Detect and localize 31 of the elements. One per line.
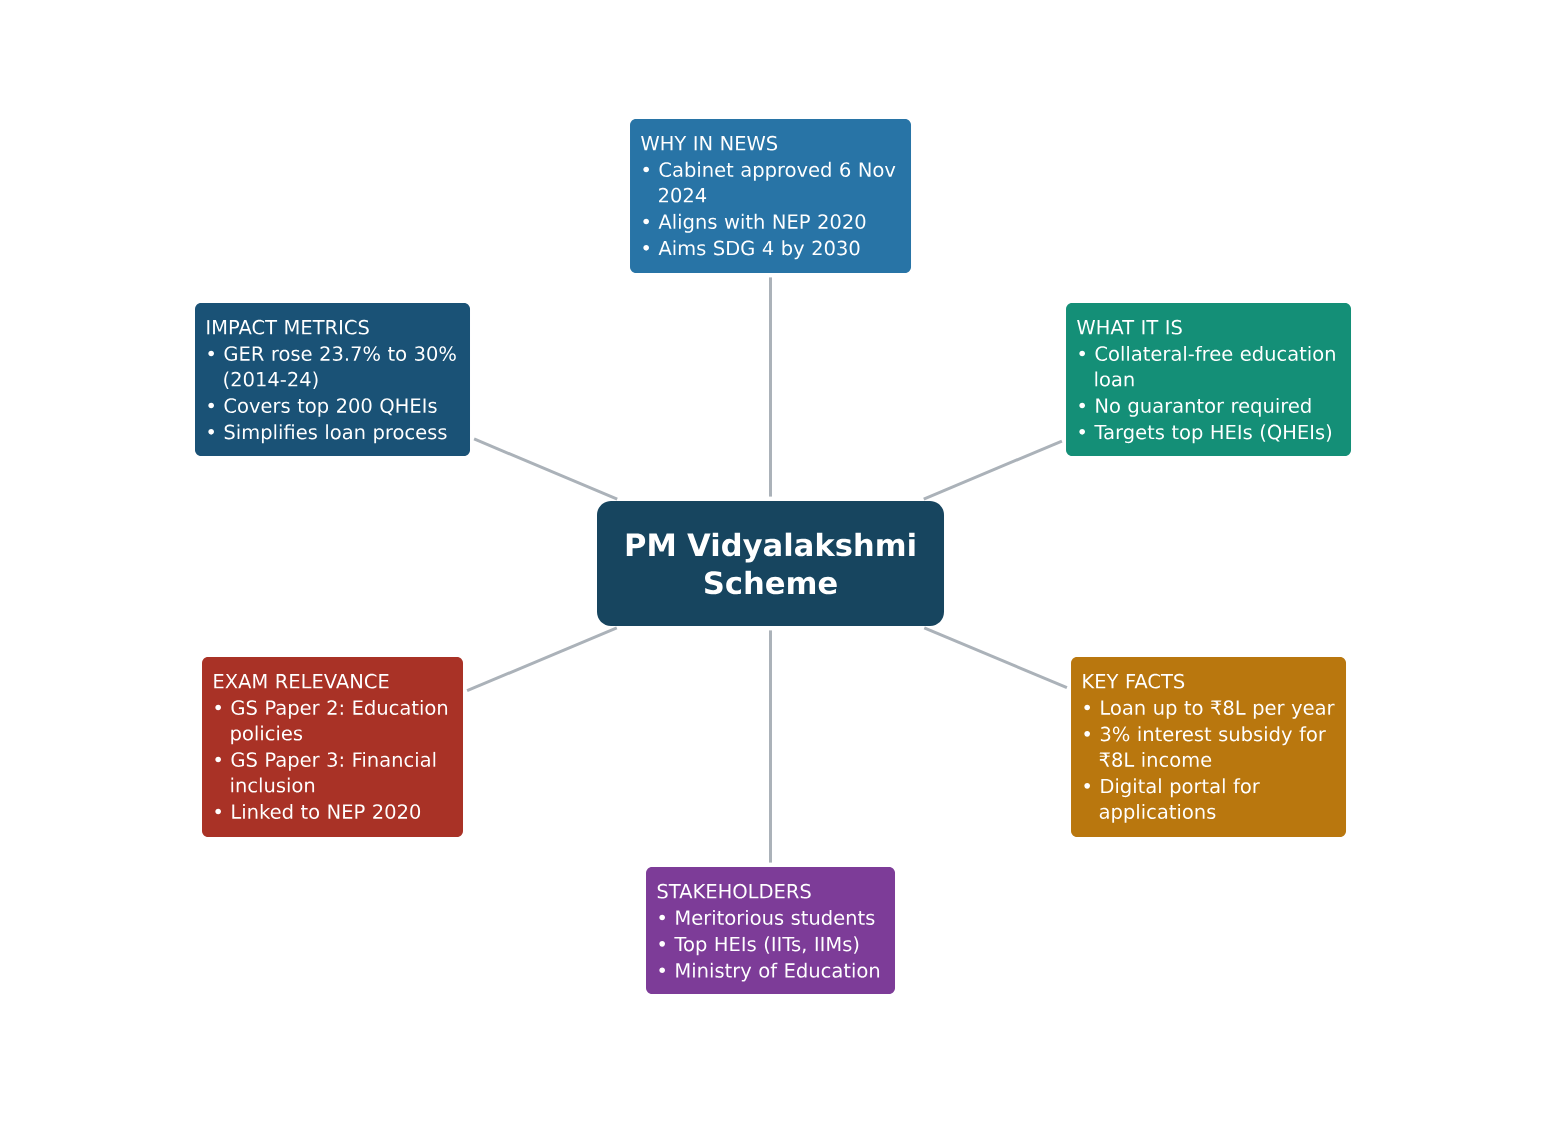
card-heading: EXAM RELEVANCE [214, 673, 389, 689]
bullet-item: • Loan up to ₹8L per year [1084, 700, 1335, 719]
bullet-item: • Targets top HEIs (QHEIs) [1079, 424, 1332, 444]
bullet-item: • Covers top 200 QHEIs [208, 398, 437, 417]
bullet-item: • Cabinet approved 6 Nov 2024 [643, 161, 896, 203]
bullet-item: • Ministry of Education [659, 962, 880, 982]
connector-line [923, 439, 1063, 501]
bullet-item: • Digital portal for applications [1084, 778, 1260, 823]
card-heading: IMPACT METRICS [207, 319, 369, 335]
bullet-item: • Top HEIs (IITs, IIMs) [659, 936, 859, 956]
bullet-item: • GER rose 23.7% to 30% (2014-24) [208, 346, 456, 389]
bullet-item: • 3% interest subsidy for ₹8L income [1084, 726, 1326, 767]
card-heading: WHAT IT IS [1077, 319, 1182, 335]
bullet-item: • Collateral-free education loan [1079, 345, 1335, 387]
card-heading: KEY FACTS [1083, 673, 1185, 689]
bullet-item: • GS Paper 2: Education policies [215, 699, 448, 745]
connector-line [769, 277, 772, 497]
connector-line [473, 437, 618, 501]
connector-line [923, 626, 1068, 690]
bullet-item: • Aligns with NEP 2020 [643, 213, 866, 233]
bullet-item: • GS Paper 3: Financial inclusion [215, 751, 436, 793]
card-heading: STAKEHOLDERS [657, 883, 811, 899]
bullet-item: • Linked to NEP 2020 [215, 803, 421, 819]
card-heading: WHY IN NEWS [641, 135, 778, 151]
bullet-item: • No guarantor required [1079, 397, 1311, 417]
bullet-item: • Meritorious students [659, 909, 875, 925]
central-topic-box: PM Vidyalakshmi Scheme [597, 501, 944, 626]
connector-line [769, 630, 772, 863]
bullet-item: • Aims SDG 4 by 2030 [643, 240, 860, 260]
connector-line [466, 626, 618, 693]
bullet-item: • Simplifies loan process [208, 424, 447, 444]
